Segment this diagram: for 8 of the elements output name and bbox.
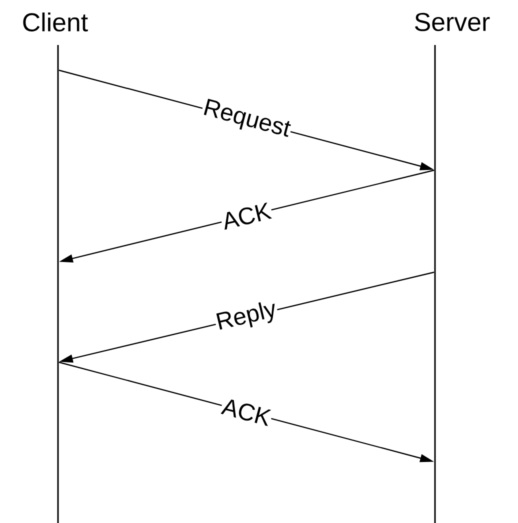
message-label: Request [204,98,291,137]
participant-label: Client [23,12,88,32]
message-label: Reply [216,302,275,330]
lifeline [434,45,436,523]
participant-label: Server [415,12,490,32]
message-label: ACK [224,202,272,230]
lifeline [57,45,59,523]
message-label: ACK [220,399,272,426]
